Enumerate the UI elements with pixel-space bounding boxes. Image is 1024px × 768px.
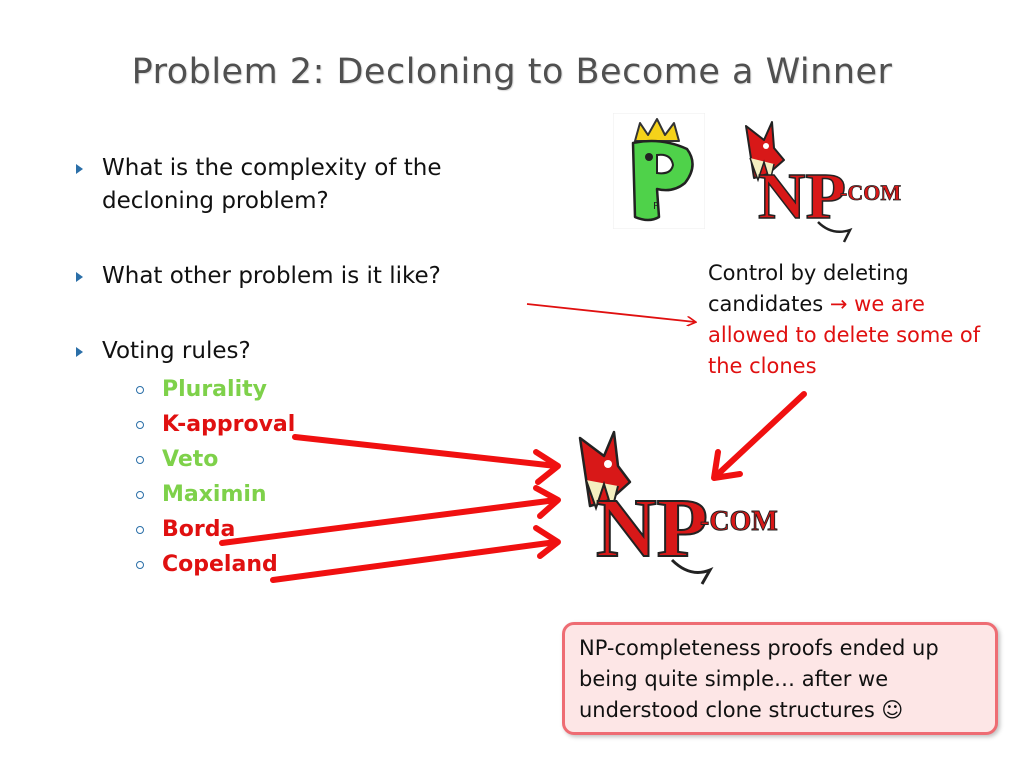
np-logo-main-text: NP — [596, 482, 708, 575]
p-logo-icon: P — [613, 113, 705, 229]
circle-bullet-icon — [136, 456, 144, 464]
arrow-to-control-note — [526, 303, 695, 322]
bullet-list: What is the complexity of the decloning … — [72, 152, 532, 582]
control-note-text: Control by deleting candidates — [708, 261, 909, 316]
circle-bullet-icon — [136, 561, 144, 569]
arrow-borda-head — [533, 485, 561, 519]
circle-bullet-icon — [136, 491, 144, 499]
right-arrow-icon: → — [829, 292, 848, 316]
control-note-red-text: we are allowed to delete some of the clo… — [708, 292, 981, 378]
bullet-text: What other problem is it like? — [102, 263, 441, 289]
bullet-item-complexity: What is the complexity of the decloning … — [72, 152, 532, 218]
circle-bullet-icon — [136, 526, 144, 534]
np-logo-suffix-text: -COM — [840, 180, 901, 205]
arrow-k-approval-head — [533, 449, 561, 485]
circle-bullet-icon — [136, 421, 144, 429]
bullet-item-other-problem: What other problem is it like? — [72, 260, 532, 293]
bullet-text: What is the complexity of the decloning … — [102, 155, 442, 214]
bullet-triangle-icon — [76, 347, 83, 357]
rule-k-approval: K-approval — [134, 407, 532, 442]
rule-plurality: Plurality — [134, 372, 532, 407]
callout-box: NP-completeness proofs ended up being qu… — [562, 622, 998, 735]
bullet-triangle-icon — [76, 164, 83, 174]
rule-copeland: Copeland — [134, 547, 532, 582]
bullet-text: Voting rules? — [102, 338, 251, 364]
voting-rules-list: Plurality K-approval Veto Maximin Borda … — [102, 372, 532, 582]
control-by-deleting-note: Control by deleting candidates → we are … — [708, 258, 1008, 382]
rule-borda: Borda — [134, 512, 532, 547]
rule-veto: Veto — [134, 442, 532, 477]
np-logo-suffix-text: -COM — [700, 506, 778, 537]
np-logo-main-text: NP — [758, 160, 846, 233]
arrow-copeland-head — [533, 525, 561, 559]
bullet-triangle-icon — [76, 272, 83, 282]
circle-bullet-icon — [136, 386, 144, 394]
np-com-logo-large-icon: NP -COM — [578, 430, 778, 585]
rule-maximin: Maximin — [134, 477, 532, 512]
p-logo-text: P — [653, 201, 659, 212]
bullet-item-voting-rules: Voting rules? Plurality K-approval Veto … — [72, 335, 532, 582]
slide-title: Problem 2: Decloning to Become a Winner — [131, 52, 893, 92]
np-com-logo-small-icon: NP -COM — [745, 121, 902, 243]
